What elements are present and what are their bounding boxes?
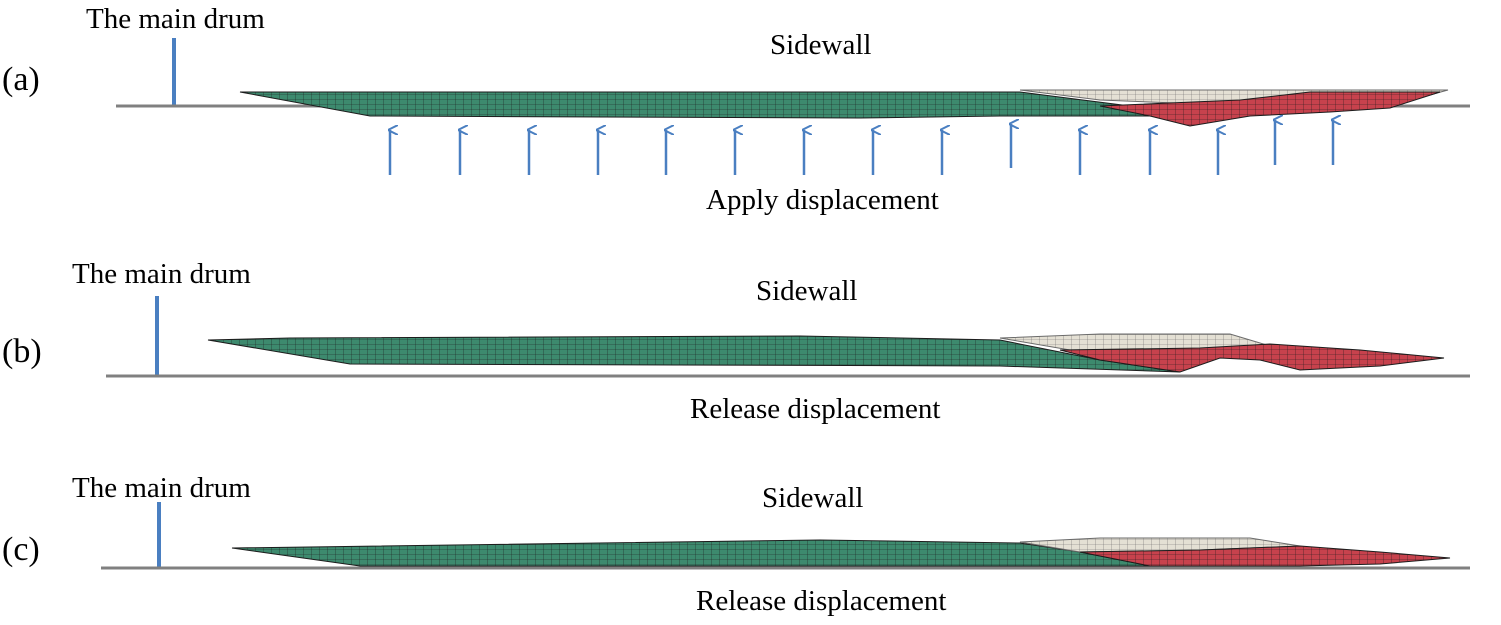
- panel-c: (c) The main drum Sidewall Release displ…: [2, 472, 1470, 617]
- panel-label-a: (a): [2, 61, 40, 98]
- panel-label-b: (b): [2, 333, 42, 370]
- main-drum-label-a: The main drum: [86, 3, 265, 35]
- panel-label-c: (c): [2, 531, 40, 568]
- caption-b: Release displacement: [690, 393, 940, 425]
- main-drum-label-b: The main drum: [72, 258, 251, 290]
- caption-a: Apply displacement: [706, 184, 939, 216]
- sidewall-mesh-a: [239, 89, 1449, 127]
- red-mesh-region-c: [1079, 545, 1451, 567]
- displacement-arrows-a: [390, 120, 1333, 175]
- panel-a: (a) The main drum Sidewall Ap: [2, 3, 1470, 216]
- sidewall-label-b: Sidewall: [756, 275, 858, 307]
- panel-b: (b) The main drum Sidewall Release displ…: [2, 258, 1470, 425]
- main-drum-label-c: The main drum: [72, 472, 251, 504]
- sidewall-label-a: Sidewall: [770, 29, 872, 61]
- sidewall-label-c: Sidewall: [762, 482, 864, 514]
- sidewall-mesh-c: [231, 537, 1451, 567]
- green-mesh-region-c: [231, 539, 1151, 567]
- caption-c: Release displacement: [696, 585, 946, 617]
- red-mesh-region-b: [1059, 343, 1445, 373]
- sidewall-mesh-b: [207, 333, 1445, 373]
- red-mesh-region-a: [1099, 91, 1441, 127]
- green-mesh-region-a: [239, 91, 1151, 119]
